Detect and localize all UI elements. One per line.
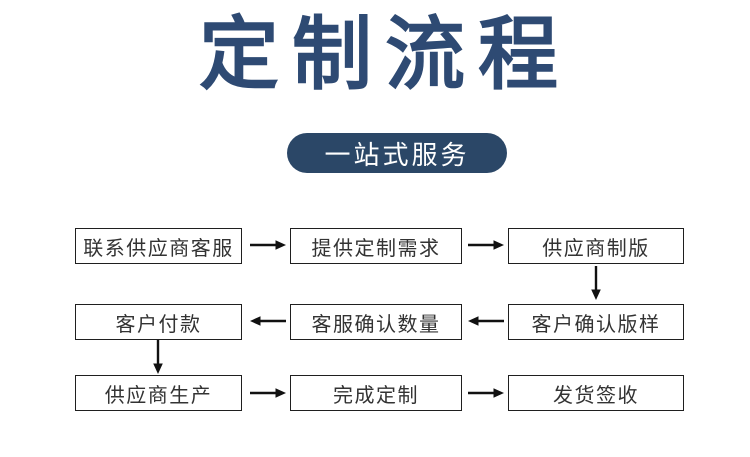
- arrow-down-icon: [152, 340, 164, 374]
- flow-step-supplier-production: 供应商生产: [75, 375, 242, 411]
- flow-step-customer-confirm-sample: 客户确认版样: [508, 304, 684, 340]
- flow-step-ship-and-sign: 发货签收: [508, 375, 684, 411]
- arrow-right-icon: [250, 239, 286, 251]
- flow-step-customer-payment: 客户付款: [75, 304, 242, 340]
- page-title: 定制流程: [199, 7, 571, 101]
- arrow-left-icon: [468, 315, 504, 327]
- arrow-right-icon: [250, 387, 286, 399]
- arrow-left-icon: [250, 315, 286, 327]
- arrow-right-icon: [468, 387, 504, 399]
- flow-step-contact-supplier-service: 联系供应商客服: [75, 228, 242, 264]
- one-stop-service-banner: 一站式服务: [287, 133, 507, 173]
- flow-step-supplier-plate-making: 供应商制版: [508, 228, 684, 264]
- flow-step-complete-customization: 完成定制: [290, 375, 462, 411]
- flow-step-service-confirm-quantity: 客服确认数量: [290, 304, 462, 340]
- arrow-right-icon: [468, 239, 504, 251]
- banner-label: 一站式服务: [324, 140, 470, 171]
- flow-step-provide-custom-requirements: 提供定制需求: [290, 228, 462, 264]
- arrow-down-icon: [590, 266, 602, 300]
